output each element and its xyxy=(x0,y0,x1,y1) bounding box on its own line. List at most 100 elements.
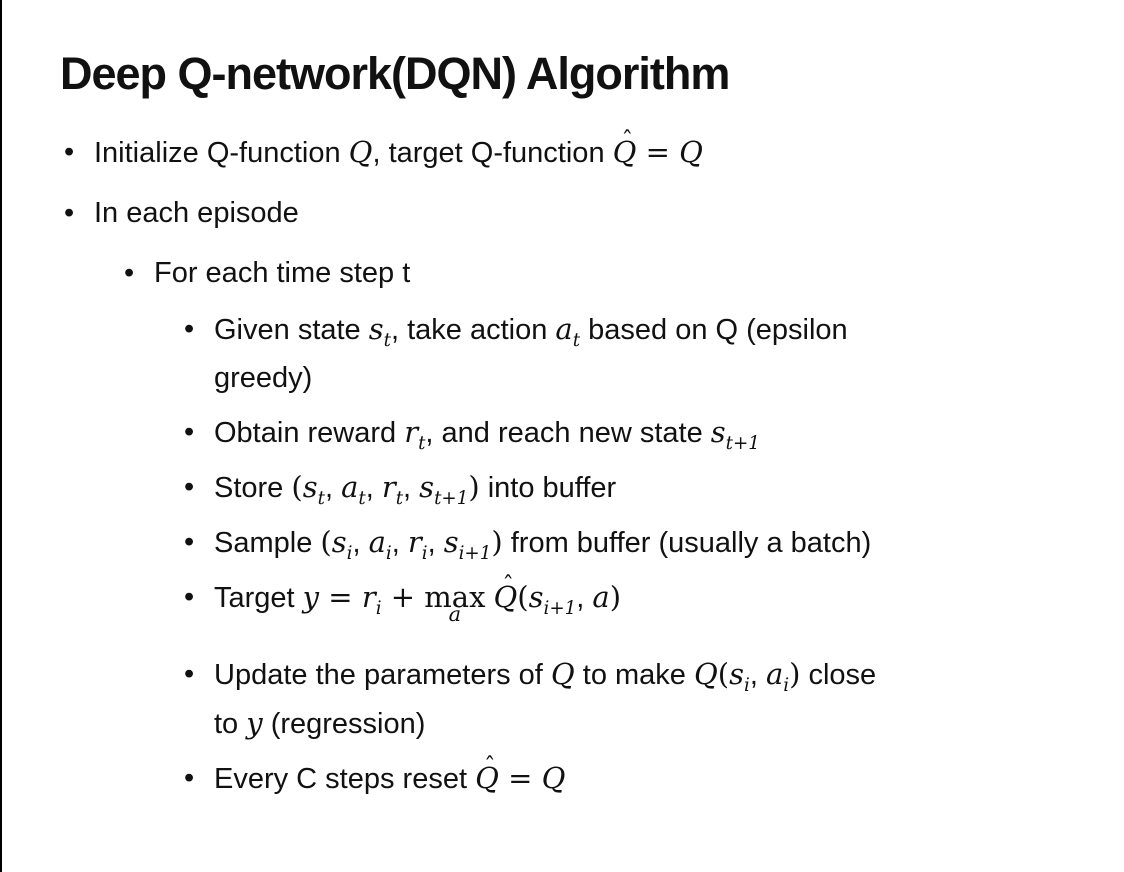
math-subscript: i+1 xyxy=(458,542,492,564)
slide-title: Deep Q-network(DQN) Algorithm xyxy=(60,48,730,99)
text-segment: based on Q (epsilon xyxy=(580,313,848,346)
math-var: s xyxy=(331,524,347,559)
bullet-line: Sample (si, ai, ri, si+1) from buffer (u… xyxy=(214,518,871,567)
math-var-sub: st+1 xyxy=(711,415,760,452)
text-segment: , take action xyxy=(390,313,556,346)
text-segment: , target Q-function xyxy=(372,136,613,169)
bullet-item: •Store (st, at, rt, st+1) into buffer xyxy=(184,463,1108,512)
math-var-sub: si xyxy=(331,524,353,562)
text-segment: , xyxy=(365,471,382,504)
math-var: s xyxy=(729,656,744,691)
math-var-sub: at xyxy=(341,470,366,507)
text-segment: , xyxy=(427,526,444,559)
math-subscript: t xyxy=(383,329,391,351)
math-subscript: t xyxy=(572,329,581,351)
text-segment: to make xyxy=(574,658,694,691)
math-var-sub: si xyxy=(729,656,750,694)
math-var-sub: st xyxy=(368,311,391,349)
math-var-sub: si+1 xyxy=(529,580,577,617)
bullet-line: In each episode xyxy=(94,193,299,233)
bullet-item: •Sample (si, ai, ri, si+1) from buffer (… xyxy=(184,518,1108,567)
bullet-item: •Update the parameters of Q to make Q(si… xyxy=(184,650,1108,748)
math-var-sub: ri xyxy=(361,579,382,617)
text-segment: Every C steps reset xyxy=(214,762,476,795)
bullet-icon: • xyxy=(184,470,195,503)
math-var: Q xyxy=(693,656,718,691)
bullet-content: Update the parameters of Q to make Q(si,… xyxy=(214,650,876,748)
math-var: Q xyxy=(541,760,566,795)
math-var: Q xyxy=(493,579,518,614)
math-operator: ) xyxy=(468,469,480,504)
math-operator: ( xyxy=(320,524,332,559)
bullet-item: •Obtain reward rt, and reach new state s… xyxy=(184,408,1108,457)
text-segment: (regression) xyxy=(262,707,426,740)
bullet-content: Sample (si, ai, ri, si+1) from buffer (u… xyxy=(214,518,871,567)
text-segment: , xyxy=(749,658,766,691)
math-subscript: i xyxy=(346,542,353,564)
math-var: Q xyxy=(550,656,575,691)
math-subscript: i xyxy=(385,542,392,564)
text-segment: close xyxy=(800,658,877,691)
bullet-content: In each episode xyxy=(94,193,299,233)
math-operator: ( xyxy=(717,656,730,691)
text-segment: from buffer (usually a batch) xyxy=(502,526,872,559)
text-segment: Given state xyxy=(214,313,369,346)
bullet-item: •Initialize Q-function Q, target Q-funct… xyxy=(64,129,1108,173)
bullet-icon: • xyxy=(184,657,195,690)
bullet-content: Obtain reward rt, and reach new state st… xyxy=(214,408,760,457)
bullet-icon: • xyxy=(184,312,195,345)
bullet-line: Initialize Q-function Q, target Q-functi… xyxy=(94,129,703,173)
math-subscript: t xyxy=(317,487,325,509)
bullet-item: •In each episode xyxy=(64,193,1108,233)
bullet-content: Initialize Q-function Q, target Q-functi… xyxy=(94,129,703,173)
math-operator: = xyxy=(498,760,542,795)
text-segment: Obtain reward xyxy=(214,416,405,449)
bullet-line: Given state st, take action at based on … xyxy=(214,305,848,354)
bullet-content: For each time step t xyxy=(154,253,410,293)
math-var-sub: at xyxy=(555,312,580,349)
math-operator: ) xyxy=(789,656,801,691)
math-operator: ( xyxy=(291,469,303,504)
math-var-sub: ai xyxy=(765,656,789,694)
math-var: r xyxy=(361,579,376,614)
hat-icon: ˆ xyxy=(621,127,634,155)
text-segment: to xyxy=(214,707,247,740)
text-segment: Initialize Q-function xyxy=(94,136,349,169)
math-operator: = xyxy=(319,579,362,614)
bullet-line: Update the parameters of Q to make Q(si,… xyxy=(214,650,876,699)
math-var-sub: st+1 xyxy=(419,469,468,507)
math-var: s xyxy=(302,469,318,504)
math-subscript: t+1 xyxy=(434,487,469,509)
text-segment: For each time step t xyxy=(154,256,411,289)
text-segment: , xyxy=(403,471,420,504)
bullet-line: greedy) xyxy=(214,354,848,402)
bullet-item: •For each time step t xyxy=(124,253,1108,293)
bullet-icon: • xyxy=(184,525,195,558)
math-subscript: i xyxy=(421,542,428,564)
math-var-sub: st xyxy=(302,469,325,507)
math-var: a xyxy=(765,656,784,691)
math-var: s xyxy=(419,469,435,504)
math-var: y xyxy=(246,705,263,740)
math-var: r xyxy=(404,414,419,449)
math-var: a xyxy=(368,524,386,559)
hat-icon: ˆ xyxy=(483,753,496,781)
text-segment: , xyxy=(352,526,369,559)
math-var: y xyxy=(302,579,320,614)
bullet-item: •Given state st, take action at based on… xyxy=(184,305,1108,402)
math-subscript: i xyxy=(783,674,790,696)
text-segment: , xyxy=(576,581,593,614)
text-segment xyxy=(485,582,493,614)
math-var: s xyxy=(368,311,384,346)
bullet-content: Given state st, take action at based on … xyxy=(214,305,848,402)
math-operator: + xyxy=(381,579,425,614)
math-operator: ( xyxy=(517,579,529,614)
max-operator: max xyxy=(424,579,486,614)
